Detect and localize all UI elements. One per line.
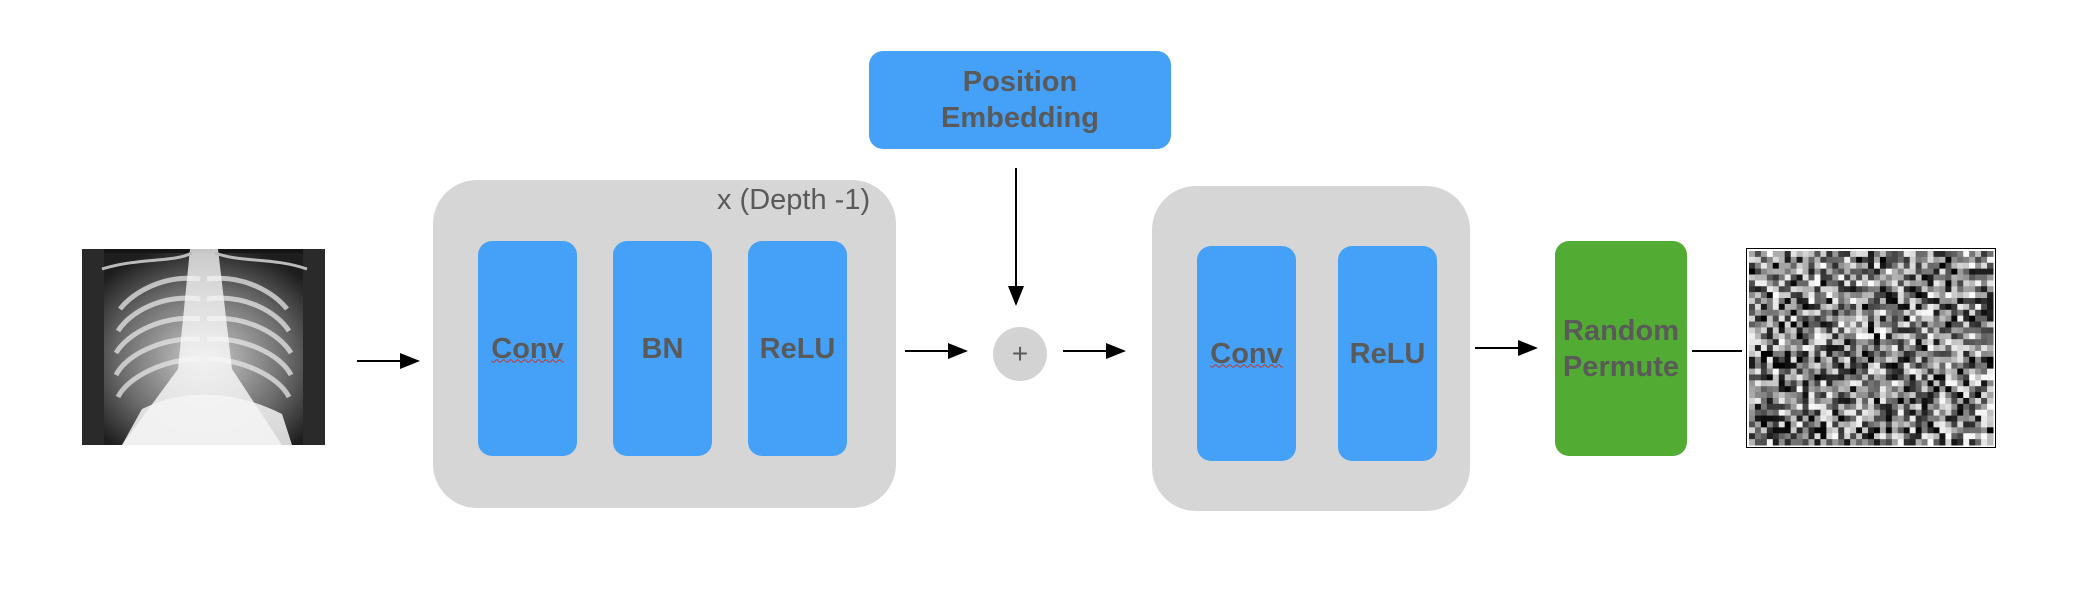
conv-block: Conv <box>478 241 577 456</box>
final-relu-label: ReLU <box>1349 337 1426 370</box>
position-embedding-block: Position Embedding <box>869 51 1171 149</box>
final-conv-label: Conv <box>1210 337 1283 370</box>
noise-pattern-image <box>1746 248 1996 448</box>
position-embedding-line1: Position <box>962 66 1078 98</box>
plus-symbol: + <box>1011 338 1029 369</box>
position-embedding-line2: Embedding <box>941 102 1099 134</box>
bn-block: BN <box>613 241 712 456</box>
relu-label: ReLU <box>759 332 836 365</box>
final-relu-block: ReLU <box>1338 246 1437 461</box>
add-operator: + <box>993 327 1047 381</box>
random-permute-line1: Random <box>1563 314 1679 347</box>
final-conv-block: Conv <box>1197 246 1296 461</box>
depth-repeat-label: x (Depth -1) <box>717 184 871 216</box>
conv-label: Conv <box>491 332 564 365</box>
relu-block: ReLU <box>748 241 847 456</box>
random-permute-line2: Permute <box>1562 350 1680 383</box>
chest-xray-image <box>82 249 325 445</box>
random-permute-block: Random Permute <box>1555 241 1687 456</box>
bn-label: BN <box>641 332 684 365</box>
